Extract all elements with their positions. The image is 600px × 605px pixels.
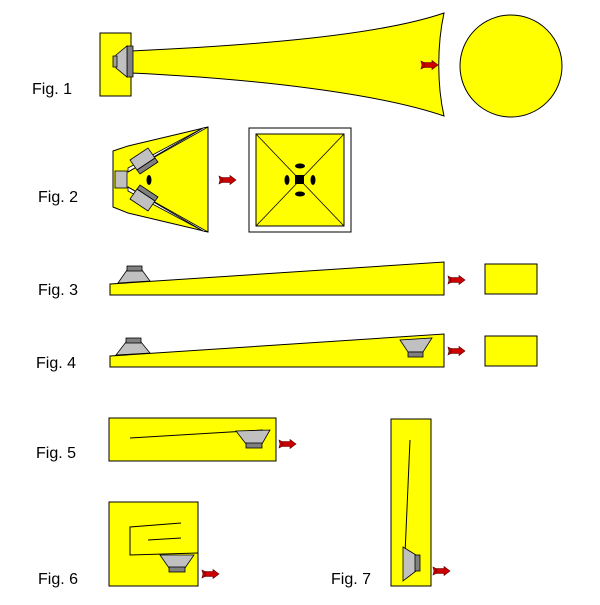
speaker-driver-icon bbox=[114, 147, 159, 212]
fig2-port bbox=[295, 191, 305, 197]
fig4-horn-body bbox=[109, 333, 445, 368]
speaker-driver-icon bbox=[117, 265, 151, 284]
fig3-label: Fig. 3 bbox=[38, 282, 79, 299]
fig1-label: Fig. 1 bbox=[32, 81, 73, 98]
fig7-horn bbox=[390, 418, 451, 587]
fig2-throat-port bbox=[146, 175, 152, 185]
speaker-driver-icon bbox=[402, 546, 421, 582]
fig1-horn-mouth bbox=[459, 14, 563, 118]
fig6-fold-panel bbox=[129, 522, 199, 556]
fig6-horn bbox=[108, 501, 220, 587]
speaker-driver-icon bbox=[235, 429, 271, 449]
speaker-driver-icon bbox=[115, 337, 151, 356]
speaker-driver-icon bbox=[159, 554, 195, 573]
fig2-port bbox=[310, 175, 316, 185]
fig4-horn-mouth bbox=[484, 335, 538, 367]
sound-direction-arrow-icon bbox=[201, 569, 220, 579]
fig4-label: Fig. 4 bbox=[36, 355, 77, 372]
fig1-horn bbox=[99, 12, 563, 118]
fig7-label: Fig. 7 bbox=[331, 571, 372, 588]
fig5-label: Fig. 5 bbox=[36, 445, 77, 462]
fig2-horn bbox=[112, 126, 352, 233]
fig4-horn bbox=[109, 333, 538, 368]
fig6-label: Fig. 6 bbox=[38, 571, 79, 588]
sound-direction-arrow-icon bbox=[447, 275, 466, 285]
fig6-fold-panel bbox=[147, 537, 182, 541]
fig5-horn bbox=[108, 417, 297, 462]
fig3-horn-mouth bbox=[484, 263, 538, 295]
sound-direction-arrow-icon bbox=[447, 346, 466, 356]
fig6-cabinet bbox=[108, 501, 199, 587]
fig2-port bbox=[295, 163, 305, 169]
fig2-label: Fig. 2 bbox=[38, 189, 79, 206]
fig2-center-throat bbox=[295, 175, 304, 184]
sound-direction-arrow-icon bbox=[278, 439, 297, 449]
sound-direction-arrow-icon bbox=[432, 566, 451, 576]
fig1-horn-flare bbox=[130, 12, 445, 117]
sound-direction-arrow-icon bbox=[218, 175, 237, 185]
fig3-horn-body bbox=[109, 261, 445, 296]
speaker-driver-icon bbox=[399, 337, 433, 358]
fig3-horn bbox=[109, 261, 538, 296]
speaker-driver-icon bbox=[112, 45, 134, 78]
fig2-port bbox=[284, 175, 290, 185]
